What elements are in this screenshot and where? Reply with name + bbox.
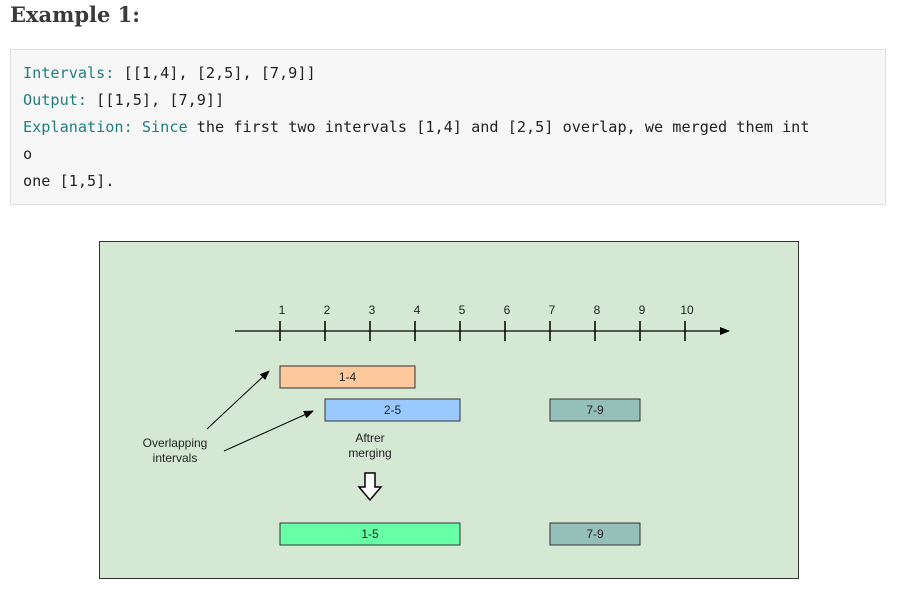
- axis-tick-label-8: 8: [594, 303, 601, 317]
- axis-tick-label-3: 3: [369, 303, 376, 317]
- explanation-keyword: Since: [141, 118, 188, 136]
- axis-tick-label-5: 5: [459, 303, 466, 317]
- example-heading: Example 1:: [10, 2, 141, 27]
- conclusion-end: .: [105, 172, 115, 190]
- explanation-interval-1: [1,4]: [416, 118, 462, 136]
- merge-note-line1: Aftrer: [355, 431, 384, 445]
- interval-bars: 1-4 2-5 7-9 1-5 7-9: [279, 365, 641, 546]
- output-value: [[1,5], [7,9]]: [96, 91, 225, 109]
- axis-tick-label-2: 2: [324, 303, 331, 317]
- interval-bar-2-5-label: 2-5: [384, 403, 402, 417]
- conclusion-text: one: [23, 172, 51, 190]
- axis-tick-label-6: 6: [504, 303, 511, 317]
- explanation-mid: and: [471, 118, 499, 136]
- explanation-label: Explanation:: [23, 118, 133, 136]
- interval-bar-2-5: [324, 398, 461, 422]
- conclusion-interval: [1,5]: [59, 172, 106, 190]
- code-line-intervals: Intervals: [[1,4], [2,5], [7,9]]: [23, 60, 873, 87]
- output-label: Output:: [23, 91, 88, 109]
- interval-bar-7-9-label: 7-9: [586, 403, 604, 417]
- interval-bar-1-4-label: 1-4: [339, 370, 357, 384]
- explanation-text-a: the first two intervals: [196, 118, 408, 136]
- axis-ticks: 1 2 3 4 5 6 7 8 9 10: [279, 303, 694, 341]
- code-line-explanation: Explanation: Since the first two interva…: [23, 114, 873, 141]
- code-line-output: Output: [[1,5], [7,9]]: [23, 87, 873, 114]
- merged-bar-7-9-label: 7-9: [586, 527, 604, 541]
- axis-tick-label-10: 10: [680, 303, 694, 317]
- axis-tick-label-9: 9: [639, 303, 646, 317]
- code-line-wrap: o: [23, 145, 33, 163]
- merged-bar-7-9: [549, 522, 641, 546]
- explanation-interval-2: [2,5]: [507, 118, 554, 136]
- overlap-arrow-1: [206, 370, 270, 430]
- code-line-conclusion: one [1,5].: [23, 168, 873, 195]
- merged-bar-1-5-label: 1-5: [361, 527, 379, 541]
- merged-bar-1-5: [279, 522, 461, 546]
- intervals-value: [[1,4], [2,5], [7,9]]: [123, 64, 316, 82]
- axis-tick-label-1: 1: [279, 303, 286, 317]
- merge-down-arrow-icon: [357, 472, 383, 502]
- interval-bar-7-9: [549, 398, 641, 422]
- merge-note-line2: merging: [348, 446, 391, 460]
- intervals-label: Intervals:: [23, 64, 115, 82]
- explanation-text-b: overlap, we merged them int: [562, 118, 810, 136]
- overlap-arrow-2: [223, 410, 314, 452]
- interval-bar-1-4: [279, 365, 416, 389]
- axis-tick-label-7: 7: [549, 303, 556, 317]
- axis-tick-label-4: 4: [414, 303, 421, 317]
- overlap-note-line1: Overlapping: [143, 436, 208, 450]
- code-block: Intervals: [[1,4], [2,5], [7,9]]Output: …: [10, 49, 886, 205]
- overlap-note-line2: intervals: [153, 451, 198, 465]
